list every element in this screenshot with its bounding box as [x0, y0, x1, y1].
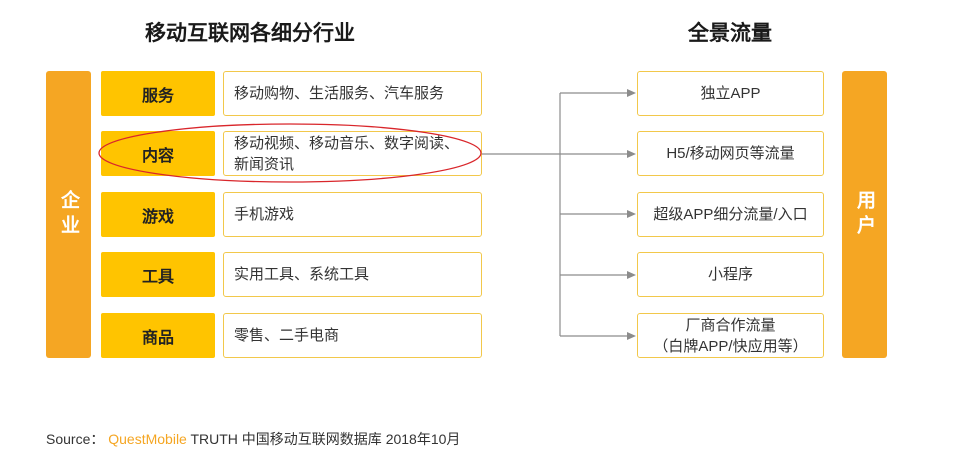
- category-tools: 工具: [101, 252, 215, 297]
- user-label: 用户: [854, 189, 875, 240]
- traffic-super-app: 超级APP细分流量/入口: [637, 192, 824, 237]
- category-games: 游戏: [101, 192, 215, 237]
- user-bar: 用户: [842, 71, 887, 358]
- traffic-h5-web: H5/移动网页等流量: [637, 131, 824, 176]
- category-service: 服务: [101, 71, 215, 116]
- traffic-mini-program: 小程序: [637, 252, 824, 297]
- traffic-standalone-app-label: 独立APP: [700, 85, 761, 102]
- enterprise-label: 企业: [58, 189, 79, 240]
- traffic-vendor-line-2: （白牌APP/快应用等）: [653, 337, 808, 355]
- traffic-vendor-cooperation: 厂商合作流量 （白牌APP/快应用等）: [637, 313, 824, 358]
- source-note: Source： QuestMobile TRUTH 中国移动互联网数据库 201…: [46, 429, 460, 449]
- branch-arrows: [560, 89, 636, 340]
- desc-content-line-1: 移动视频、移动音乐、数字阅读、: [234, 134, 460, 152]
- desc-goods-text: 零售、二手电商: [234, 327, 340, 344]
- traffic-title: 全景流量: [688, 22, 772, 45]
- enterprise-bar: 企业: [46, 71, 91, 358]
- desc-tools: 实用工具、系统工具: [223, 252, 482, 297]
- traffic-mini-program-label: 小程序: [707, 266, 753, 283]
- desc-content-line-2: 新闻资讯: [234, 155, 295, 173]
- source-brand: QuestMobile: [108, 431, 187, 447]
- category-goods: 商品: [101, 313, 215, 358]
- desc-service: 移动购物、生活服务、汽车服务: [223, 71, 482, 116]
- desc-games-text: 手机游戏: [234, 206, 295, 223]
- desc-service-text: 移动购物、生活服务、汽车服务: [234, 85, 445, 102]
- traffic-vendor-line-1: 厂商合作流量: [685, 316, 776, 334]
- desc-goods: 零售、二手电商: [223, 313, 482, 358]
- industries-title: 移动互联网各细分行业: [145, 22, 355, 45]
- category-content: 内容: [101, 131, 215, 176]
- desc-tools-text: 实用工具、系统工具: [234, 266, 370, 283]
- highlight-ellipse: [98, 123, 482, 183]
- traffic-standalone-app: 独立APP: [637, 71, 824, 116]
- source-prefix: Source：: [46, 431, 105, 447]
- desc-games: 手机游戏: [223, 192, 482, 237]
- traffic-h5-web-label: H5/移动网页等流量: [666, 145, 795, 162]
- source-suffix: TRUTH 中国移动互联网数据库 2018年10月: [190, 431, 461, 447]
- traffic-super-app-label: 超级APP细分流量/入口: [653, 206, 808, 223]
- desc-content: 移动视频、移动音乐、数字阅读、 新闻资讯: [223, 131, 482, 176]
